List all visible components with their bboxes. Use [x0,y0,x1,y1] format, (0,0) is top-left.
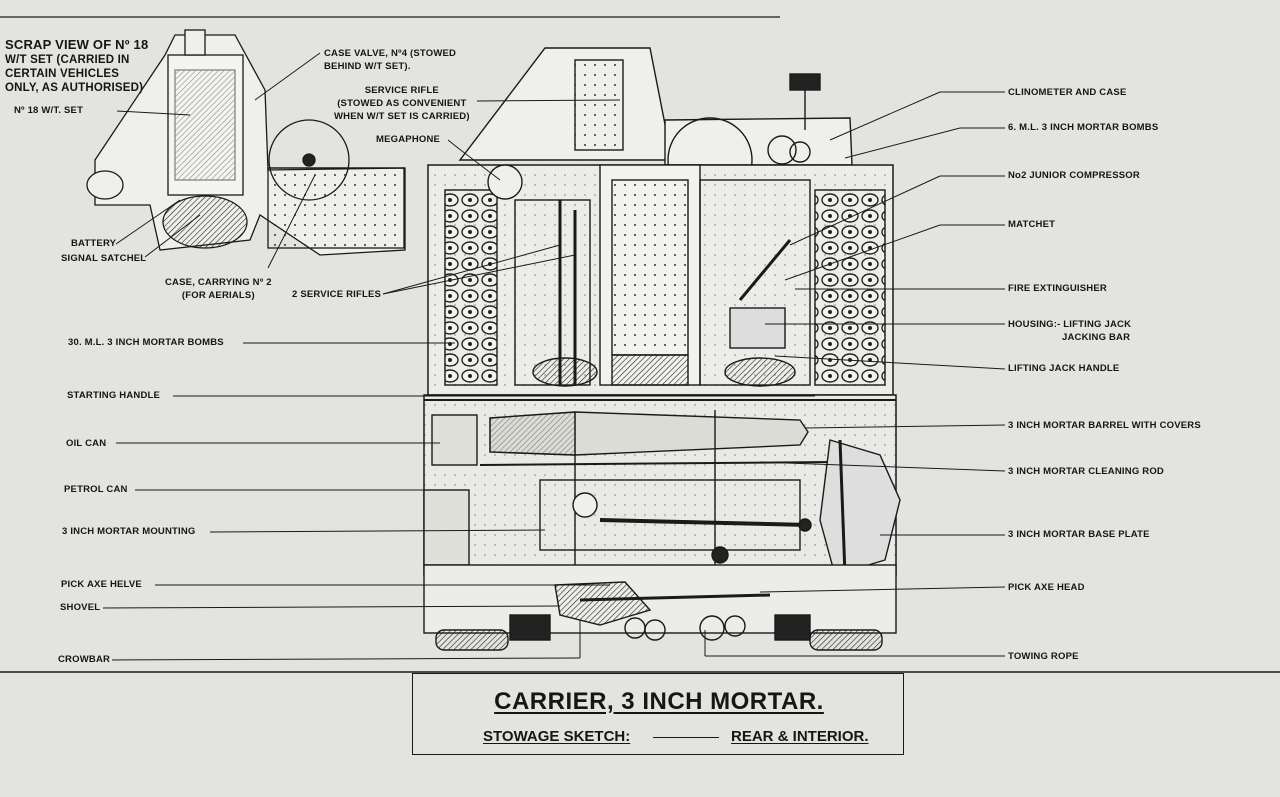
label-starting-handle: STARTING HANDLE [67,390,161,401]
label-towing-rope: TOWING ROPE [1008,651,1079,662]
label-mortar-bombs-30: 30. M.L. 3 INCH MORTAR BOMBS [68,337,224,348]
label-oil-can: OIL CAN [66,438,107,449]
leader-lines [102,52,1006,661]
drawing-title: CARRIER, 3 INCH MORTAR. [494,688,824,715]
label-two-service-rifles: 2 SERVICE RIFLES [292,289,382,300]
drawing-subtitle-left: STOWAGE SKETCH: [483,728,631,745]
label-junior-compressor: No2 JUNIOR COMPRESSOR [1008,170,1140,181]
label-crowbar: CROWBAR [58,654,111,665]
label-fire-extinguisher: FIRE EXTINGUISHER [1008,283,1107,294]
label-cleaning-rod: 3 INCH MORTAR CLEANING ROD [1008,466,1164,477]
label-lifting-jack-handle: LIFTING JACK HANDLE [1008,363,1120,374]
label-mortar-bombs-6: 6. M.L. 3 INCH MORTAR BOMBS [1008,122,1159,133]
label-clinometer: CLINOMETER AND CASE [1008,87,1127,98]
label-matchet: MATCHET [1008,219,1056,230]
label-case-carrying: CASE, CARRYING Nº 2 (FOR AERIALS) [165,277,272,301]
label-housing: HOUSING:- LIFTING JACK JACKING BAR [1008,319,1132,343]
label-service-rifle: SERVICE RIFLE (STOWED AS CONVENIENT WHEN… [334,85,470,122]
label-wt-set: Nº 18 W/T. SET [14,105,84,116]
label-pick-axe-head: PICK AXE HEAD [1008,582,1085,593]
label-mortar-mounting: 3 INCH MORTAR MOUNTING [62,526,196,537]
label-mortar-barrel: 3 INCH MORTAR BARREL WITH COVERS [1008,420,1201,431]
label-shovel: SHOVEL [60,602,101,613]
label-signal-satchel: SIGNAL SATCHEL [61,253,147,264]
drawing-subtitle-right: REAR & INTERIOR. [731,728,869,745]
subtitle-dash [653,737,719,738]
label-petrol-can: PETROL CAN [64,484,128,495]
label-base-plate: 3 INCH MORTAR BASE PLATE [1008,529,1150,540]
scrap-view-drawing [86,29,406,256]
scrap-view-title: SCRAP VIEW OF Nº 18 W/T SET (CARRIED IN … [5,37,149,95]
sheet-border-lines [0,16,1280,673]
label-case-valve: CASE VALVE, Nº4 (STOWED BEHIND W/T SET). [324,48,457,72]
label-megaphone: MEGAPHONE [376,134,441,145]
carrier-rear-view-drawing [423,47,901,651]
label-battery: BATTERY [71,238,117,249]
title-block: CARRIER, 3 INCH MORTAR. STOWAGE SKETCH: … [412,673,904,755]
label-pick-axe-helve: PICK AXE HELVE [61,579,142,590]
